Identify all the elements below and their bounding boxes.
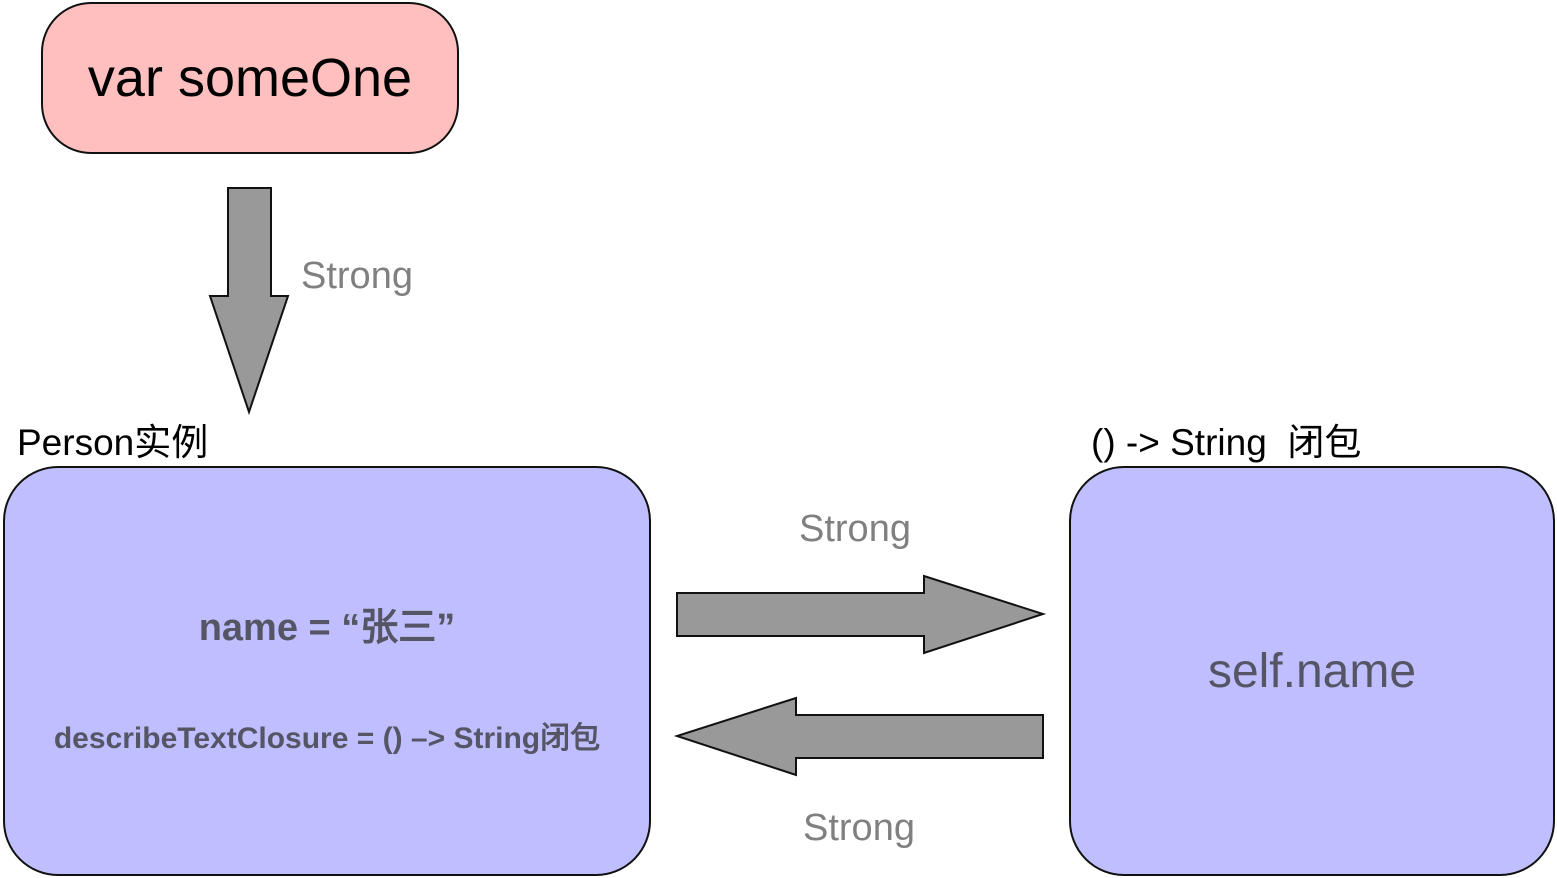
arrow-closure-to-person	[673, 696, 1044, 777]
closure-node: self.name	[1069, 466, 1555, 876]
arrow-var-to-person	[208, 187, 290, 416]
variable-label: var someOne	[87, 48, 413, 108]
person-closure-field: describeTextClosure = () –> String闭包	[53, 722, 601, 755]
person-instance-node: name = “张三” describeTextClosure = () –> …	[3, 466, 651, 876]
closure-caption: () -> String 闭包	[1091, 422, 1362, 463]
closure-body-text: self.name	[1207, 644, 1417, 698]
edge-label-closure-to-person: Strong	[803, 807, 915, 849]
person-caption: Person实例	[17, 422, 209, 463]
variable-node: var someOne	[41, 2, 459, 154]
arrow-person-to-closure	[676, 574, 1047, 655]
edge-label-person-to-closure: Strong	[799, 508, 911, 550]
edge-label-var-to-person: Strong	[301, 255, 413, 297]
person-name-field: name = “张三”	[198, 607, 456, 649]
